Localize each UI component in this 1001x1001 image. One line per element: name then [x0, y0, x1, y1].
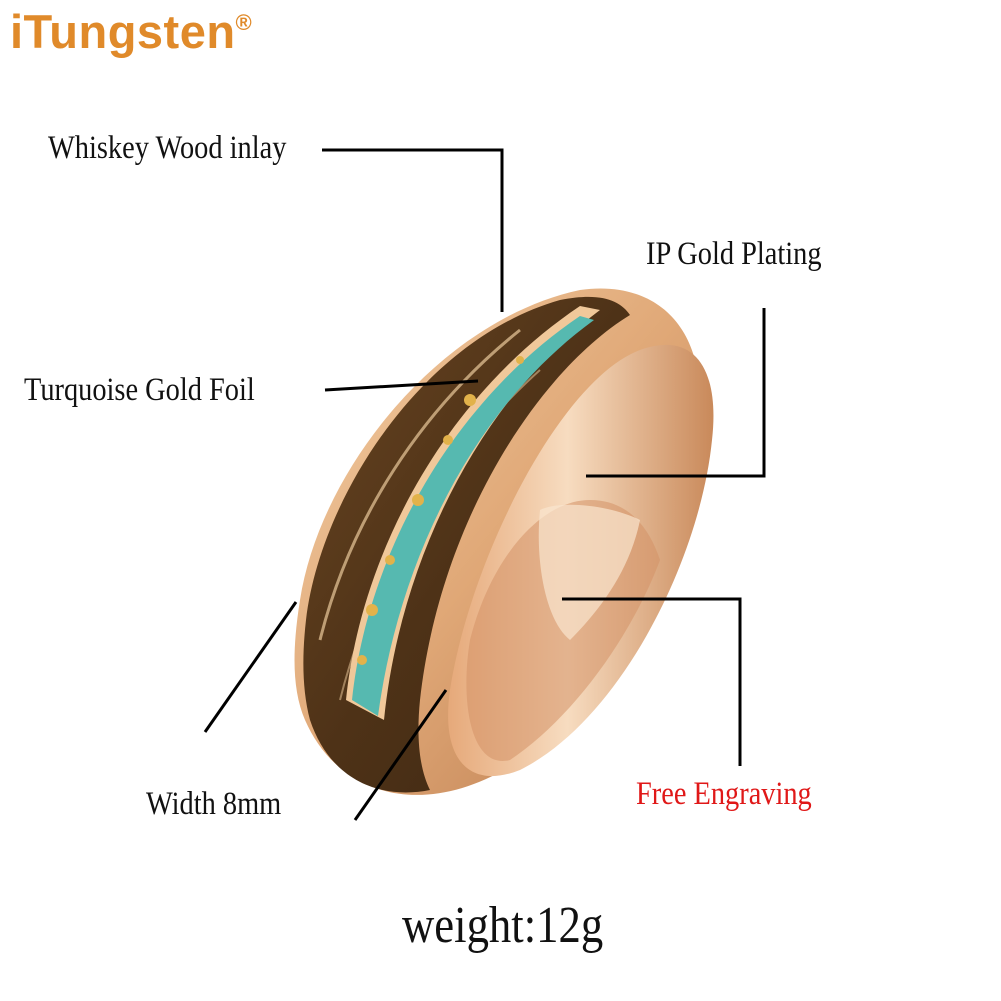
turquoise-strip [352, 316, 594, 716]
gold-foil-flecks [357, 356, 524, 665]
leader-width-left [203, 601, 298, 733]
leader-whiskey-wood [322, 148, 504, 312]
label-free-engraving: Free Engraving [636, 776, 812, 812]
label-turquoise-gold-foil: Turquoise Gold Foil [24, 372, 255, 408]
label-weight: weight:12g [402, 897, 604, 954]
wood-grain [318, 328, 521, 641]
leader-turquoise [324, 379, 479, 392]
brand-name: iTungsten [10, 5, 236, 58]
label-ip-gold-plating: IP Gold Plating [646, 236, 822, 272]
registered-mark: ® [235, 10, 253, 35]
ring-inner-highlight [538, 504, 640, 640]
brand-logo: iTungsten® [10, 8, 252, 55]
leader-ip-gold [586, 308, 766, 478]
label-width: Width 8mm [146, 786, 282, 822]
leader-width-right [353, 689, 448, 821]
leader-lines [203, 148, 766, 821]
label-whiskey-wood: Whiskey Wood inlay [48, 130, 287, 166]
leader-engraving [562, 597, 742, 766]
